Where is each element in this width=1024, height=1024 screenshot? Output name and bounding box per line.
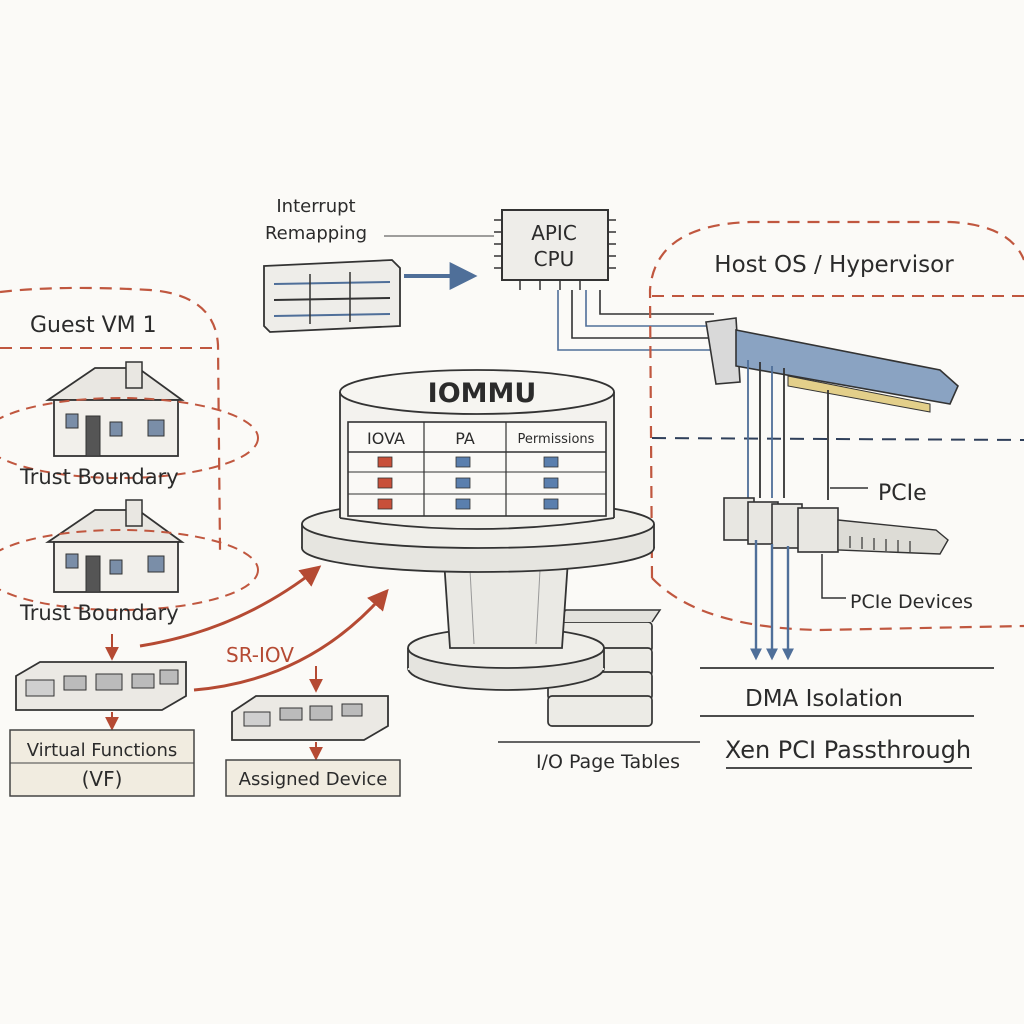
host-os-label: Host OS / Hypervisor bbox=[714, 252, 954, 278]
sriov-arrow-2 bbox=[193, 588, 389, 692]
pcie-card-icon bbox=[705, 317, 959, 413]
iommu-header-pa: PA bbox=[455, 429, 475, 448]
pcie-devices-label: PCIe Devices bbox=[850, 591, 973, 613]
guest-vm-region: Guest VM 1 bbox=[0, 286, 222, 551]
iommu-header-permissions: Permissions bbox=[518, 432, 595, 447]
house-icon-1 bbox=[45, 361, 185, 457]
iommu-table: IOVA PA Permissions bbox=[347, 421, 607, 517]
interrupt-label-line2: Remapping bbox=[265, 223, 367, 244]
trust-boundary-ellipse-1 bbox=[0, 397, 259, 479]
io-page-tables-label: I/O Page Tables bbox=[536, 751, 680, 773]
assigned-device-box bbox=[225, 759, 401, 797]
sriov-label: SR-IOV bbox=[226, 643, 294, 667]
house-icon-2 bbox=[45, 499, 185, 593]
pcie-bus-lines bbox=[747, 360, 829, 500]
trust-boundary-ellipse-2 bbox=[0, 529, 259, 611]
iommu-header-iova: IOVA bbox=[367, 429, 405, 448]
sriov-arrow-1 bbox=[139, 565, 322, 648]
cpu-bus-lines bbox=[557, 290, 714, 351]
pcie-devices-icon bbox=[723, 497, 949, 555]
cpu-label-line1: APIC bbox=[531, 221, 577, 245]
interrupt-label-line1: Interrupt bbox=[276, 196, 355, 217]
trust-boundary-label-2: Trust Boundary bbox=[19, 601, 179, 625]
host-os-region: Host OS / Hypervisor bbox=[648, 220, 1024, 632]
vf-card-icon bbox=[15, 661, 187, 711]
vf-label: (VF) bbox=[82, 767, 123, 791]
virtual-functions-label: Virtual Functions bbox=[27, 740, 177, 761]
trust-boundary-label-1: Trust Boundary bbox=[19, 465, 179, 489]
pcie-label: PCIe bbox=[878, 481, 927, 506]
guest-vm-label: Guest VM 1 bbox=[30, 313, 157, 338]
cpu-chip-icon bbox=[494, 209, 616, 290]
assigned-device-card-icon bbox=[231, 695, 389, 741]
dma-arrows bbox=[750, 540, 794, 661]
cpu-label-line2: CPU bbox=[534, 247, 575, 271]
xen-pci-passthrough-label: Xen PCI Passthrough bbox=[725, 736, 971, 764]
assigned-device-label: Assigned Device bbox=[239, 769, 388, 790]
iommu-title: IOMMU bbox=[428, 378, 537, 409]
dma-isolation-label: DMA Isolation bbox=[745, 686, 903, 712]
interrupt-table-icon bbox=[263, 259, 401, 333]
